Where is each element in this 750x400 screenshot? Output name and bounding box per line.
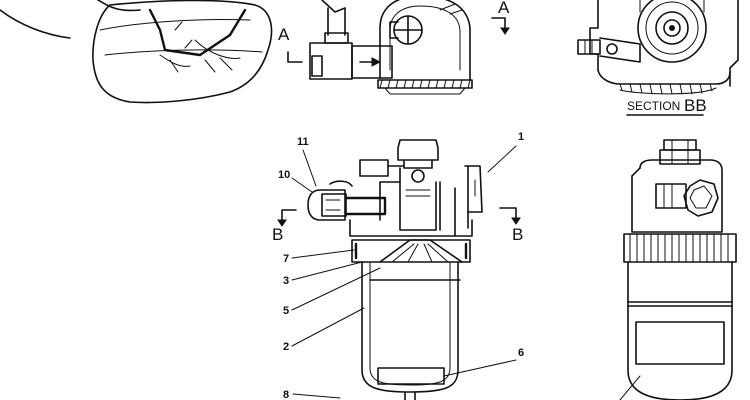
side-view-a: A A [278,0,510,95]
callout-3: 3 [283,275,289,287]
callout-7: 7 [283,253,289,265]
callout-group: 11 10 1 7 3 5 2 6 8 [278,131,524,400]
view-mark-a-right: A [498,0,510,17]
filter-exterior-view [619,139,737,400]
callout-2: 2 [283,341,289,353]
view-mark-a-left: A [278,25,290,44]
section-title-prefix: SECTION [627,99,680,113]
engine-sketch [0,0,273,104]
filter-assembly-section: B B [272,139,523,400]
view-mark-b-right: B [512,225,523,244]
callout-6: 6 [518,347,524,359]
callout-5: 5 [283,305,289,317]
callout-1: 1 [518,131,524,143]
callout-10: 10 [278,169,290,181]
view-mark-b-left: B [272,225,283,244]
section-title-letters: BB [684,96,707,115]
section-bb-view: SECTION BB [577,0,739,116]
callout-11: 11 [297,136,309,148]
callout-8: 8 [283,389,289,400]
